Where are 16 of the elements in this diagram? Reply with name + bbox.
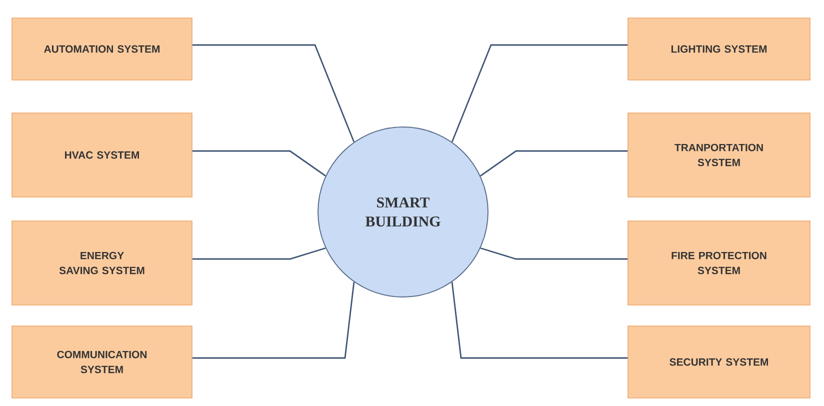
connector-line <box>192 282 355 359</box>
system-box: FIRE PROTECTION SYSTEM <box>628 220 810 306</box>
connector-line <box>192 247 326 260</box>
connector-line <box>451 282 628 359</box>
connector-line <box>480 150 628 176</box>
connector-line <box>192 150 326 176</box>
system-box: AUTOMATION SYSTEM <box>12 18 192 80</box>
system-box: COMMUNICATION SYSTEM <box>12 326 192 398</box>
system-box: ENERGY SAVING SYSTEM <box>12 220 192 306</box>
system-box: TRANPORTATION SYSTEM <box>628 112 810 198</box>
system-box: HVAC SYSTEM <box>12 112 192 198</box>
connector-line <box>192 44 355 142</box>
connector-line <box>451 44 628 142</box>
system-box: LIGHTING SYSTEM <box>628 18 810 80</box>
connector-line <box>480 247 628 260</box>
system-box: SECURITY SYSTEM <box>628 326 810 398</box>
